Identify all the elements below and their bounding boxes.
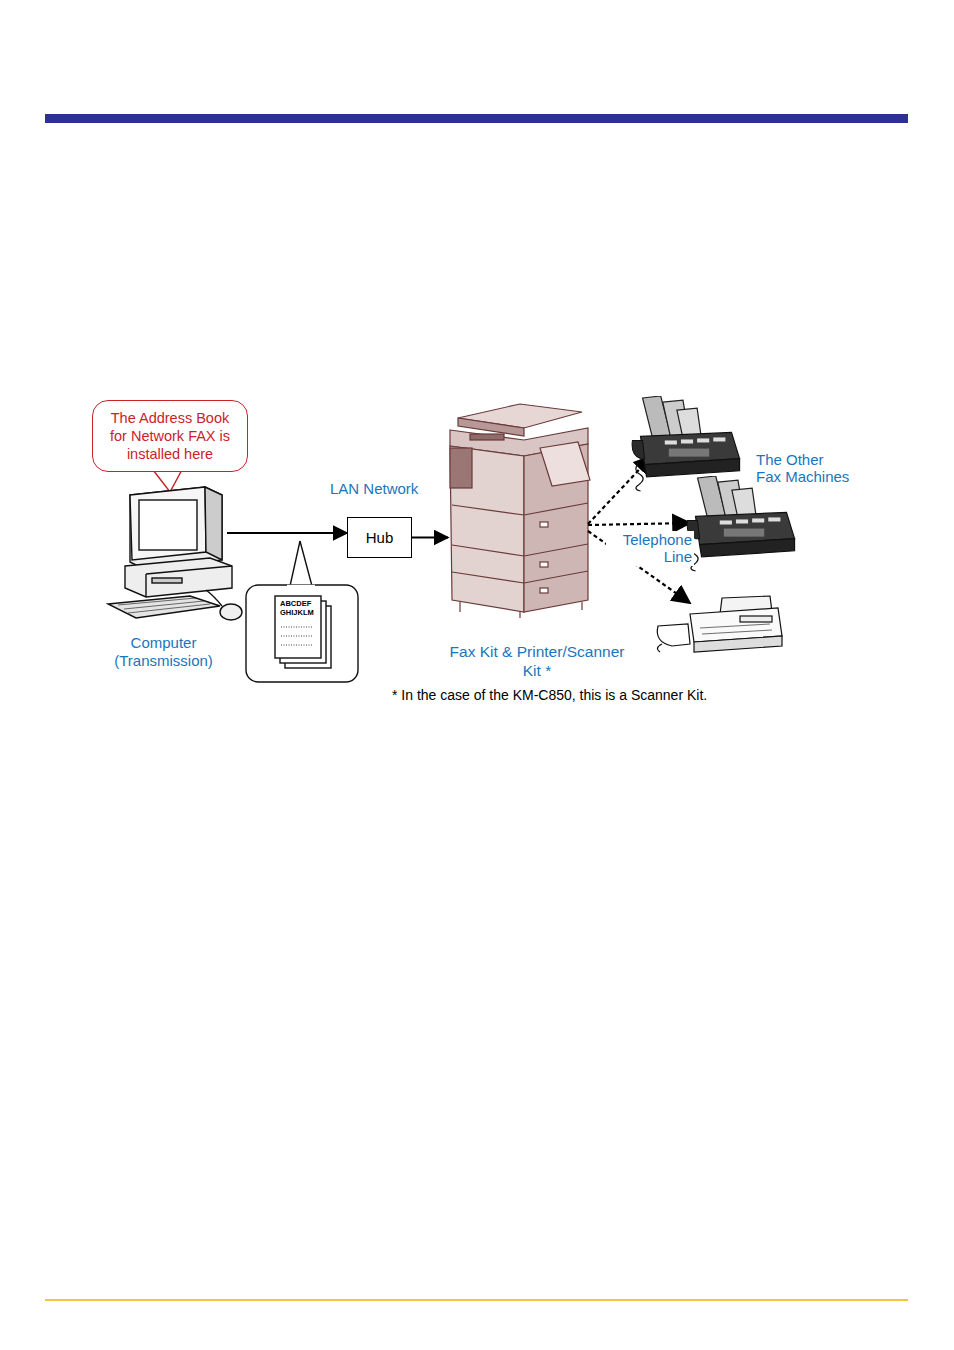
document-callout — [290, 541, 300, 586]
telephone-line — [588, 456, 652, 524]
computer-illustration — [146, 566, 232, 574]
fax-machine — [700, 624, 770, 628]
document-callout — [246, 541, 358, 682]
fax-machine — [702, 630, 772, 634]
computer-illustration — [108, 596, 220, 618]
copier-illustration — [581, 602, 582, 610]
copier-illustration — [450, 404, 590, 618]
document-callout — [275, 596, 321, 658]
fax-machine — [632, 396, 739, 491]
computer-illustration — [128, 604, 210, 613]
node-text: Computer (Transmission) — [100, 634, 227, 670]
callout-bubble: The Address Book for Network FAX is inst… — [92, 400, 248, 472]
copier-illustration — [540, 522, 548, 527]
copier-illustration — [450, 446, 524, 612]
copier-illustration — [540, 562, 548, 567]
computer-illustration — [205, 487, 222, 560]
computer-illustration — [124, 601, 204, 609]
network-label: LAN Network — [330, 480, 418, 497]
telephone-line — [588, 456, 690, 603]
hub-box: Hub — [347, 517, 412, 558]
copier-illustration — [524, 503, 588, 515]
document-callout — [300, 541, 312, 586]
copier-illustration — [519, 612, 520, 618]
copier-illustration — [452, 572, 524, 583]
document-callout — [281, 627, 313, 645]
copier-illustration — [452, 505, 524, 515]
computer: Computer (Transmission) — [100, 488, 227, 670]
line-label: Telephone Line — [606, 531, 694, 566]
header-bar — [45, 114, 908, 123]
copier-illustration — [459, 602, 460, 612]
footnote: * In the case of the KM-C850, this is a … — [392, 687, 707, 703]
copier-illustration — [540, 588, 548, 593]
computer-illustration — [108, 487, 242, 620]
computer-illustration — [125, 558, 232, 597]
connector-arrow — [227, 532, 347, 534]
copier-illustration — [540, 442, 590, 486]
document-callout — [281, 627, 313, 628]
copier-illustration — [470, 434, 504, 440]
fax-label: The Other Fax Machines — [756, 451, 850, 486]
fax-machine — [657, 596, 782, 652]
fax-machine — [740, 616, 772, 622]
document-callout — [246, 585, 358, 682]
fax-machine — [657, 644, 662, 652]
computer-illustration — [145, 574, 146, 597]
node-text: The Address Book for Network FAX is inst… — [108, 409, 232, 463]
copier-illustration — [452, 545, 524, 556]
computer-illustration — [130, 487, 206, 560]
fax-machine — [657, 624, 690, 646]
computer-illustration — [118, 598, 210, 613]
copier-illustration — [524, 544, 588, 556]
fax-machine — [700, 624, 772, 634]
document-text: ABCDEF — [280, 600, 311, 609]
document-callout — [287, 585, 315, 588]
computer-illustration — [220, 604, 242, 620]
copier: Fax Kit & Printer/Scanner Kit * — [448, 400, 626, 680]
connector-arrow — [412, 537, 448, 539]
node-text: Fax Kit & Printer/Scanner Kit * — [448, 642, 626, 680]
computer-illustration — [139, 500, 197, 550]
computer-illustration — [118, 598, 196, 605]
footer-rule — [45, 1299, 908, 1301]
document-callout — [281, 636, 313, 637]
document-text: GHIJKLM — [280, 609, 314, 618]
computer-illustration — [152, 578, 182, 583]
copier-illustration — [524, 571, 588, 583]
node-text: Hub — [366, 529, 394, 547]
computer-illustration — [206, 590, 222, 606]
fax-machine — [687, 476, 794, 571]
copier-illustration — [450, 448, 472, 488]
fax-machine — [694, 636, 782, 652]
document-callout — [281, 645, 313, 646]
telephone-line — [588, 523, 690, 525]
